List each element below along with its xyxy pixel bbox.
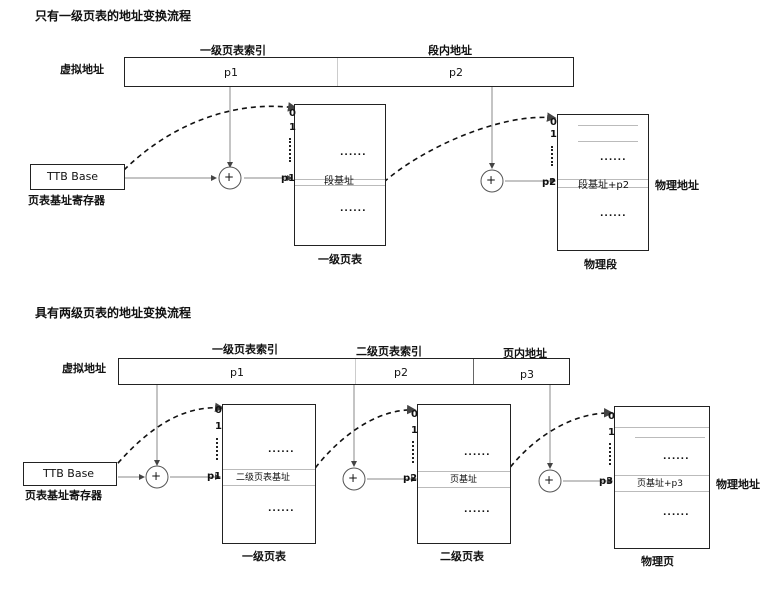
segment-dots-upper: ...... [600,153,627,163]
dashed-table-to-segment [383,112,557,183]
table-row-0: 0 [289,108,296,119]
segment-entry: 段基址+p2 [578,180,630,191]
level1-table-caption: 一级页表 [318,253,362,266]
segment-row-0: 0 [550,117,557,128]
va-field-p2: p2 [449,66,463,79]
t1-pointer-p1: p1 [207,471,222,482]
label-virtual-address-2: 虚拟地址 [62,362,106,375]
t2-row-0: 0 [411,409,418,420]
t1-entry: 二级页表基址 [236,473,291,483]
t1-dots-lower: ...... [268,504,295,514]
ttb-base-label-2: TTB Base [43,467,95,480]
ttb-register-caption-2: 页表基址寄存器 [25,489,102,502]
t2-row-1: 1 [411,425,418,436]
table-rows-ellipsis [289,138,293,162]
level2-page-table [417,404,511,544]
physical-segment-caption: 物理段 [584,258,617,271]
plus-sign-1: + [224,170,235,184]
page-row-1: 1 [608,427,615,438]
page-dots-upper: ...... [663,452,690,462]
plus-sign-2: + [486,173,497,187]
label-level2-index: 二级页表索引 [356,345,422,358]
physical-page [614,406,710,549]
physical-page-caption: 物理页 [641,555,674,568]
table-pointer-p1: p1 [281,173,296,184]
t2-rows-ellipsis [412,441,416,463]
va2-field-p1: p1 [230,366,244,379]
label-level1-index: 一级页表索引 [200,44,266,57]
segment-row-1: 1 [550,129,557,140]
label-segment-offset: 段内地址 [428,44,472,57]
plus-sign-5: + [544,473,555,487]
page-row-0: 0 [608,411,615,422]
t2-dots-lower: ...... [464,505,491,515]
t2-entry: 页基址 [450,475,478,485]
segment-rows-ellipsis [551,146,555,166]
t1-row-0: 0 [215,405,222,416]
title-single-level: 只有一级页表的地址变换流程 [35,9,192,23]
level1-page-table [294,104,386,246]
dashed-ttb-to-table [123,102,298,171]
table-dots-upper: ...... [340,148,367,158]
physical-address-label-2: 物理地址 [716,478,760,491]
page-pointer-p3: p3 [599,476,614,487]
plus-sign-3: + [151,469,162,483]
t1-dots-upper: ...... [268,445,295,455]
label-virtual-address: 虚拟地址 [60,63,104,76]
ttb-base-label: TTB Base [47,170,99,183]
segment-dots-lower: ...... [600,209,627,219]
va2-field-p2: p2 [394,366,408,379]
label-page-offset: 页内地址 [503,347,547,360]
page-entry: 页基址+p3 [637,479,683,489]
title-two-level: 具有两级页表的地址变换流程 [35,306,192,320]
t2-dots-upper: ...... [464,448,491,458]
page-dots-lower: ...... [663,508,690,518]
va-field-p1: p1 [224,66,238,79]
level1-table-caption-2: 一级页表 [242,550,286,563]
ttb-register-caption: 页表基址寄存器 [28,194,105,207]
table-row-1: 1 [289,122,296,133]
physical-segment [557,114,649,251]
label-level1-index-2: 一级页表索引 [212,343,278,356]
physical-address-label-1: 物理地址 [655,179,699,192]
t1-rows-ellipsis [216,438,220,460]
table-entry-segment-base: 段基址 [324,176,354,187]
ttb-base-register [30,164,125,190]
page-rows-ellipsis [609,443,613,465]
segment-pointer-p2: p2 [542,177,557,188]
plus-sign-4: + [348,471,359,485]
ttb-base-register-2 [23,462,117,486]
level1-page-table-2 [222,404,316,544]
adder-circle-2 [480,169,504,193]
virtual-address-register-2 [118,358,570,385]
t1-row-1: 1 [215,421,222,432]
level2-table-caption: 二级页表 [440,550,484,563]
adder-circle-1 [218,166,242,190]
t2-pointer-p2: p2 [403,473,418,484]
va2-field-p3: p3 [520,368,534,381]
virtual-address-register [124,57,574,87]
table-dots-lower: ...... [340,204,367,214]
